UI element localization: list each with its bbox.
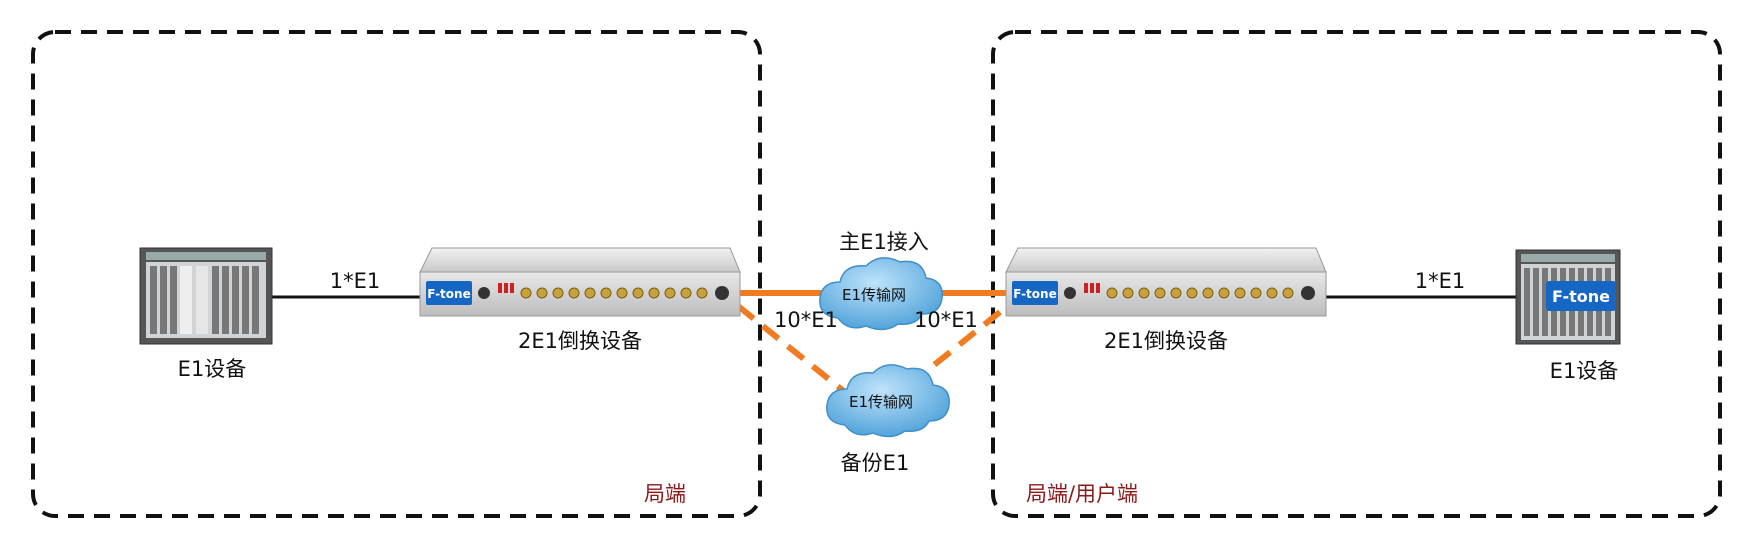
- right-region-label: 局端/用户端: [1026, 482, 1138, 506]
- backup-cloud: E1传输网: [826, 364, 950, 438]
- right-converter-device: F-tone: [1005, 247, 1327, 317]
- right-converter-label: 2E1倒换设备: [1104, 329, 1228, 353]
- backup-link-label: 备份E1: [841, 451, 910, 475]
- left-brand-badge: [426, 281, 472, 305]
- left-e1-device-label: E1设备: [178, 357, 247, 381]
- left-converter-label: 2E1倒换设备: [518, 329, 642, 353]
- right-region-box: [991, 30, 1722, 518]
- right-e1-device: F-tone: [1515, 249, 1621, 345]
- left-converter-device: F-tone: [419, 247, 741, 317]
- left-e1-device: [139, 247, 273, 345]
- left-region-label: 局端: [644, 482, 686, 506]
- right-e1-brand-badge: [1546, 281, 1616, 311]
- right-brand-text: F-tone: [1013, 287, 1056, 301]
- right-10e1-label: 10*E1: [914, 308, 978, 332]
- left-e1-link-label: 1*E1: [330, 269, 381, 293]
- primary-cloud-label: E1传输网: [842, 286, 906, 304]
- backup-link-left: [736, 303, 848, 396]
- backup-cloud-label: E1传输网: [849, 393, 913, 411]
- primary-link-label: 主E1接入: [839, 230, 929, 254]
- primary-cloud: E1传输网: [819, 257, 943, 331]
- left-10e1-label: 10*E1: [774, 308, 838, 332]
- right-e1-brand-text: F-tone: [1552, 287, 1610, 306]
- right-e1-device-label: E1设备: [1550, 359, 1619, 383]
- right-brand-badge: [1012, 281, 1058, 305]
- left-brand-text: F-tone: [427, 287, 470, 301]
- right-e1-link-label: 1*E1: [1415, 269, 1466, 293]
- left-region-box: [31, 30, 762, 518]
